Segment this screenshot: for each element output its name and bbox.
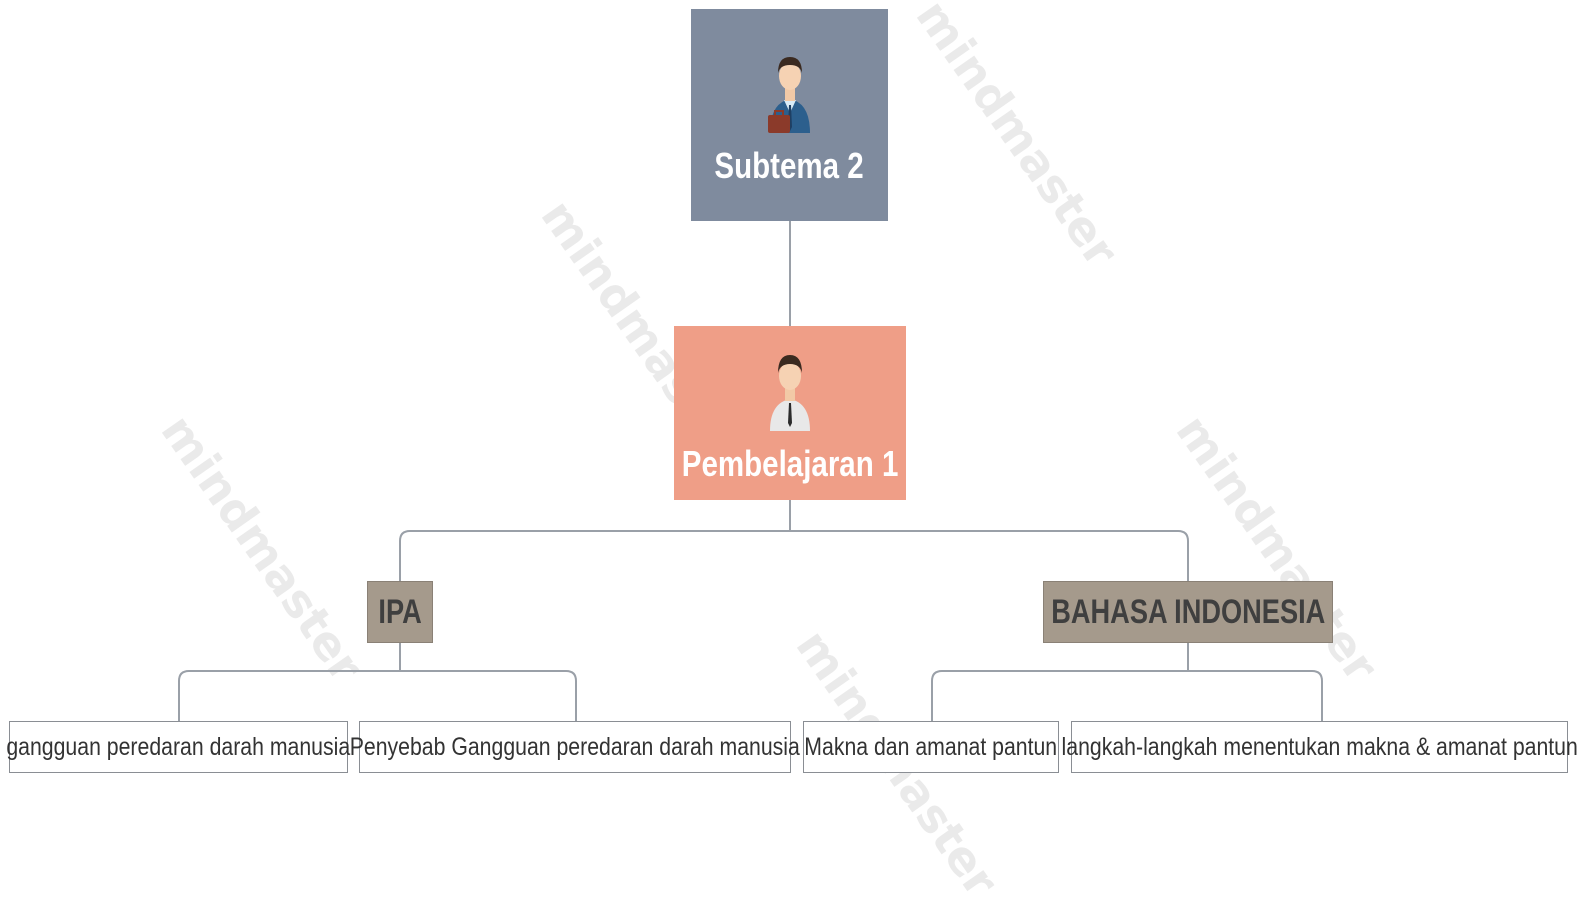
connector-bahasa-leaves — [931, 643, 1323, 721]
leaf-langkah-langkah[interactable]: langkah-langkah menentukan makna & amana… — [1061, 721, 1578, 773]
connector-ipa-leaves — [178, 643, 577, 721]
connector-lines — [178, 221, 1323, 721]
branch-label: IPA — [378, 592, 422, 631]
leaf-penyebab-gangguan[interactable]: Penyebab Gangguan peredaran darah manusi… — [350, 721, 800, 773]
leaf-label: Penyebab Gangguan peredaran darah manusi… — [349, 732, 801, 761]
root-title: Subtema 2 — [714, 145, 865, 186]
branch-label: BAHASA INDONESIA — [1050, 592, 1326, 631]
main-title: Pembelajaran 1 — [681, 443, 899, 484]
branch-ipa[interactable]: IPA — [367, 581, 433, 643]
businessman-icon — [767, 57, 810, 133]
leaf-makna-amanat[interactable]: Makna dan amanat pantun — [803, 721, 1059, 773]
main-node[interactable]: Pembelajaran 1 — [674, 326, 906, 500]
root-node[interactable]: Subtema 2 — [691, 9, 888, 221]
leaf-label: Makna dan amanat pantun — [804, 732, 1058, 761]
person-icon — [770, 355, 810, 431]
branch-bahasa-indonesia[interactable]: BAHASA INDONESIA — [1043, 581, 1333, 643]
connector-main-branches — [399, 500, 1189, 581]
leaf-gangguan-peredaran-darah[interactable]: gangguan peredaran darah manusia — [6, 721, 351, 773]
leaf-label: langkah-langkah menentukan makna & amana… — [1061, 732, 1578, 761]
leaf-label: gangguan peredaran darah manusia — [6, 732, 351, 761]
